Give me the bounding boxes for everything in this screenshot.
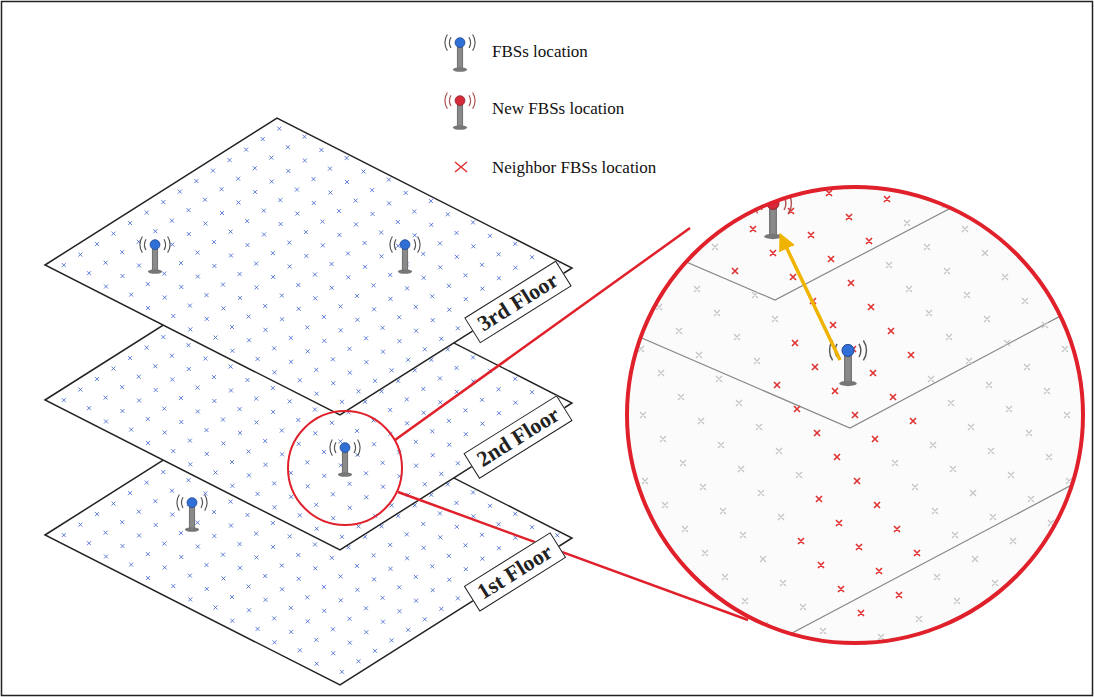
- legend-icon: [445, 35, 475, 72]
- fbs-icon: [390, 237, 420, 274]
- grid-cross: [62, 127, 560, 404]
- zoom-view: [600, 130, 1094, 650]
- floors: [45, 118, 572, 685]
- legend-text: New FBSs location: [492, 99, 624, 119]
- legend-text: FBSs location: [492, 42, 588, 62]
- callout-circle: [288, 411, 402, 525]
- fbs-icon: [330, 440, 360, 477]
- zoom-circle: [627, 187, 1083, 643]
- legend-text: Neighbor FBSs location: [492, 158, 656, 178]
- fbs-icon: [177, 495, 207, 532]
- zoom-ground: [627, 187, 1083, 643]
- legend-cross: [455, 162, 467, 172]
- legend-icon: [445, 93, 475, 130]
- fbs-icon: [140, 237, 170, 274]
